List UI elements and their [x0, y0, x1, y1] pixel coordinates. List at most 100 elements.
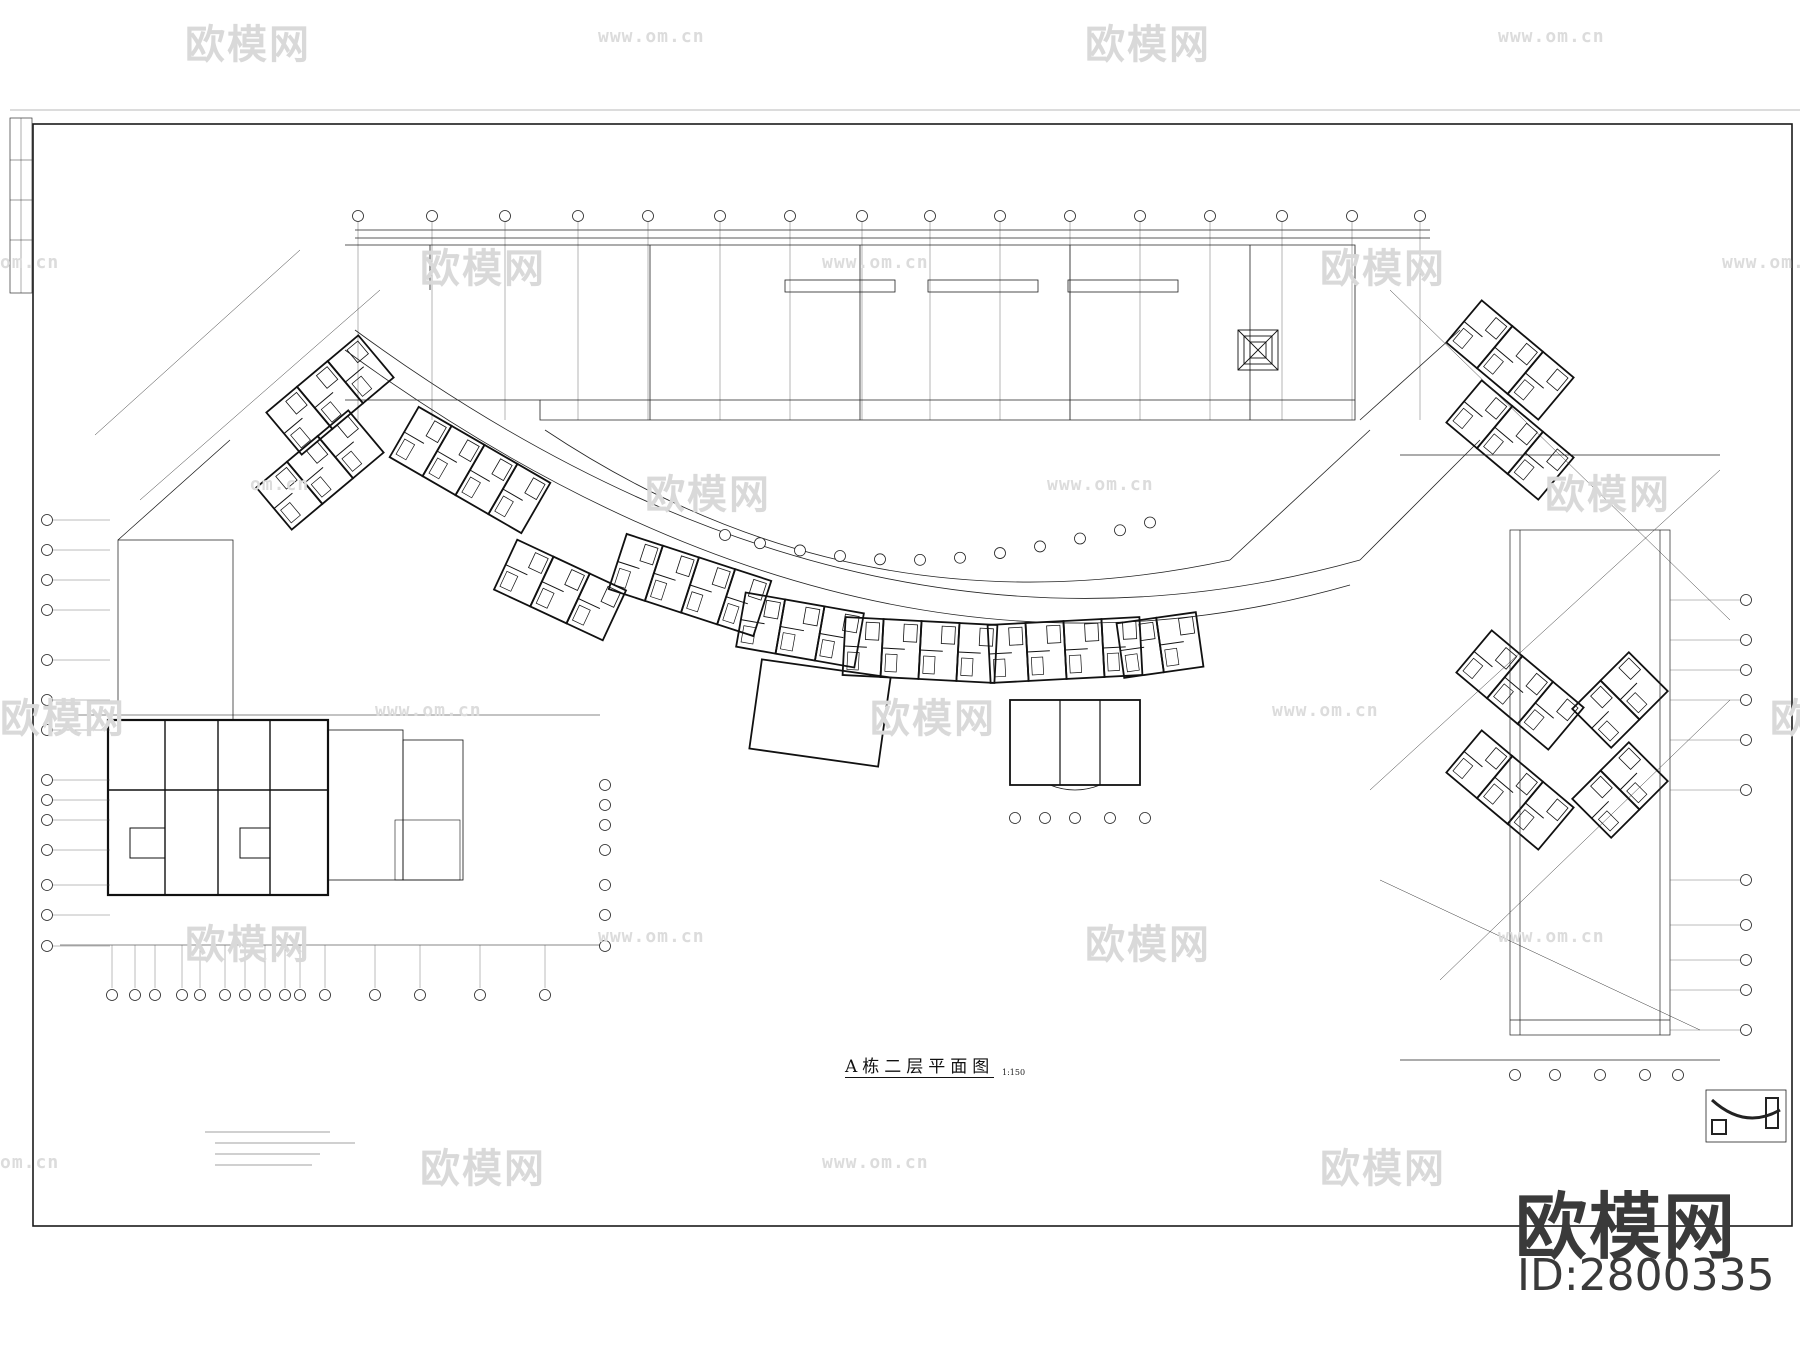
grid-bubble — [41, 604, 53, 616]
grid-bubble — [599, 799, 611, 811]
top-grid-axes — [355, 229, 1430, 239]
top-grid-bubbles — [352, 210, 1426, 420]
grid-bubble — [1509, 1069, 1521, 1081]
unit-cluster — [607, 532, 773, 638]
grid-bubble — [599, 940, 611, 952]
unit-cluster — [841, 616, 999, 684]
grid-bubble — [41, 694, 53, 706]
grid-bubble — [352, 210, 364, 222]
unit-cluster — [255, 409, 385, 531]
grid-bubble — [994, 547, 1006, 559]
grid-bubble — [1740, 1024, 1752, 1036]
grid-bubble — [1740, 664, 1752, 676]
grid-bubble — [414, 989, 426, 1001]
grid-bubble — [1740, 594, 1752, 606]
unit-cluster — [1115, 611, 1205, 679]
grid-bubble — [1740, 919, 1752, 931]
grid-bubble — [259, 989, 271, 1001]
grid-bubble — [41, 814, 53, 826]
grid-bubble — [599, 779, 611, 791]
left-grid-bubbles — [41, 514, 611, 952]
grid-bubble — [572, 210, 584, 222]
grid-bubble — [994, 210, 1006, 222]
grid-bubble — [1134, 210, 1146, 222]
grid-bubble — [1740, 954, 1752, 966]
grid-bubble — [41, 774, 53, 786]
grid-bubble — [1549, 1069, 1561, 1081]
brand-watermark-id: ID:2800335 — [1517, 1250, 1775, 1301]
grid-bubble — [856, 210, 868, 222]
grid-bubble — [599, 819, 611, 831]
grid-bubble — [1144, 516, 1156, 529]
skylight-icon — [1237, 329, 1279, 371]
grid-bubble — [719, 529, 731, 541]
grid-bubble — [106, 989, 118, 1001]
grid-bubble — [149, 989, 161, 1001]
grid-bubble — [1034, 540, 1046, 553]
grid-bubble — [599, 909, 611, 921]
grid-bubble — [1039, 812, 1051, 824]
grid-bubble — [41, 794, 53, 806]
grid-bubble — [1740, 874, 1752, 886]
center-lower-blocks — [748, 658, 1141, 791]
grid-bubble — [1074, 532, 1086, 545]
grid-bubble — [474, 989, 486, 1001]
grid-bubble — [1064, 210, 1076, 222]
key-plan-thumbnail — [1705, 1089, 1787, 1143]
residential-units — [255, 299, 1670, 851]
right-grid-bubbles — [1670, 594, 1752, 1036]
grid-bubble — [41, 654, 53, 666]
grid-bubble — [499, 210, 511, 222]
unit-cluster — [1445, 729, 1575, 851]
grid-bubble — [834, 550, 846, 562]
grid-bubble — [41, 574, 53, 586]
grid-bubble — [1204, 210, 1216, 222]
grid-bubble — [1594, 1069, 1606, 1081]
unit-cluster — [1570, 650, 1670, 750]
grid-bubble — [794, 544, 806, 557]
grid-bubble — [1740, 694, 1752, 706]
grid-bubble — [714, 210, 726, 222]
grid-bubble — [1276, 210, 1288, 222]
grid-bubble — [41, 724, 53, 736]
brand-watermark-logo: 欧模网 — [1515, 1185, 1738, 1269]
grid-bubble — [1139, 812, 1151, 824]
grid-bubble — [219, 989, 231, 1001]
unit-cluster — [492, 538, 628, 642]
grid-bubble — [369, 989, 381, 1001]
grid-bubble — [1069, 812, 1081, 824]
sheet-border — [32, 123, 1793, 1227]
drawing-scale: 1:150 — [1002, 1068, 1026, 1077]
grid-bubble — [1740, 734, 1752, 746]
grid-bubble — [599, 879, 611, 891]
grid-bubble — [176, 989, 188, 1001]
grid-bubble — [539, 989, 551, 1001]
drawing-title: A栋二层平面图 — [845, 1052, 995, 1078]
grid-bubble — [294, 989, 306, 1001]
grid-bubble — [874, 553, 886, 566]
grid-bubble — [239, 989, 251, 1001]
grid-bubble — [319, 989, 331, 1001]
left-lower-block — [60, 439, 600, 946]
grid-bubble — [1414, 210, 1426, 222]
curved-corridor — [344, 329, 1481, 624]
unit-cluster — [265, 334, 395, 456]
unit-cluster — [1570, 740, 1670, 840]
grid-bubble — [41, 909, 53, 921]
grid-bubble — [754, 537, 766, 550]
bottom-grid-bubbles — [106, 516, 1684, 1081]
grid-bubble — [1639, 1069, 1651, 1081]
grid-bubble — [1009, 812, 1021, 824]
grid-bubble — [41, 879, 53, 891]
grid-bubble — [1740, 984, 1752, 996]
grid-bubble — [1346, 210, 1358, 222]
grid-bubble — [1672, 1069, 1684, 1081]
unit-cluster — [735, 591, 865, 669]
grid-bubble — [279, 989, 291, 1001]
grid-bubble — [41, 940, 53, 952]
grid-bubble — [41, 544, 53, 556]
general-notes — [205, 1131, 355, 1166]
grid-bubble — [784, 210, 796, 222]
roof-canopy — [345, 244, 1356, 421]
